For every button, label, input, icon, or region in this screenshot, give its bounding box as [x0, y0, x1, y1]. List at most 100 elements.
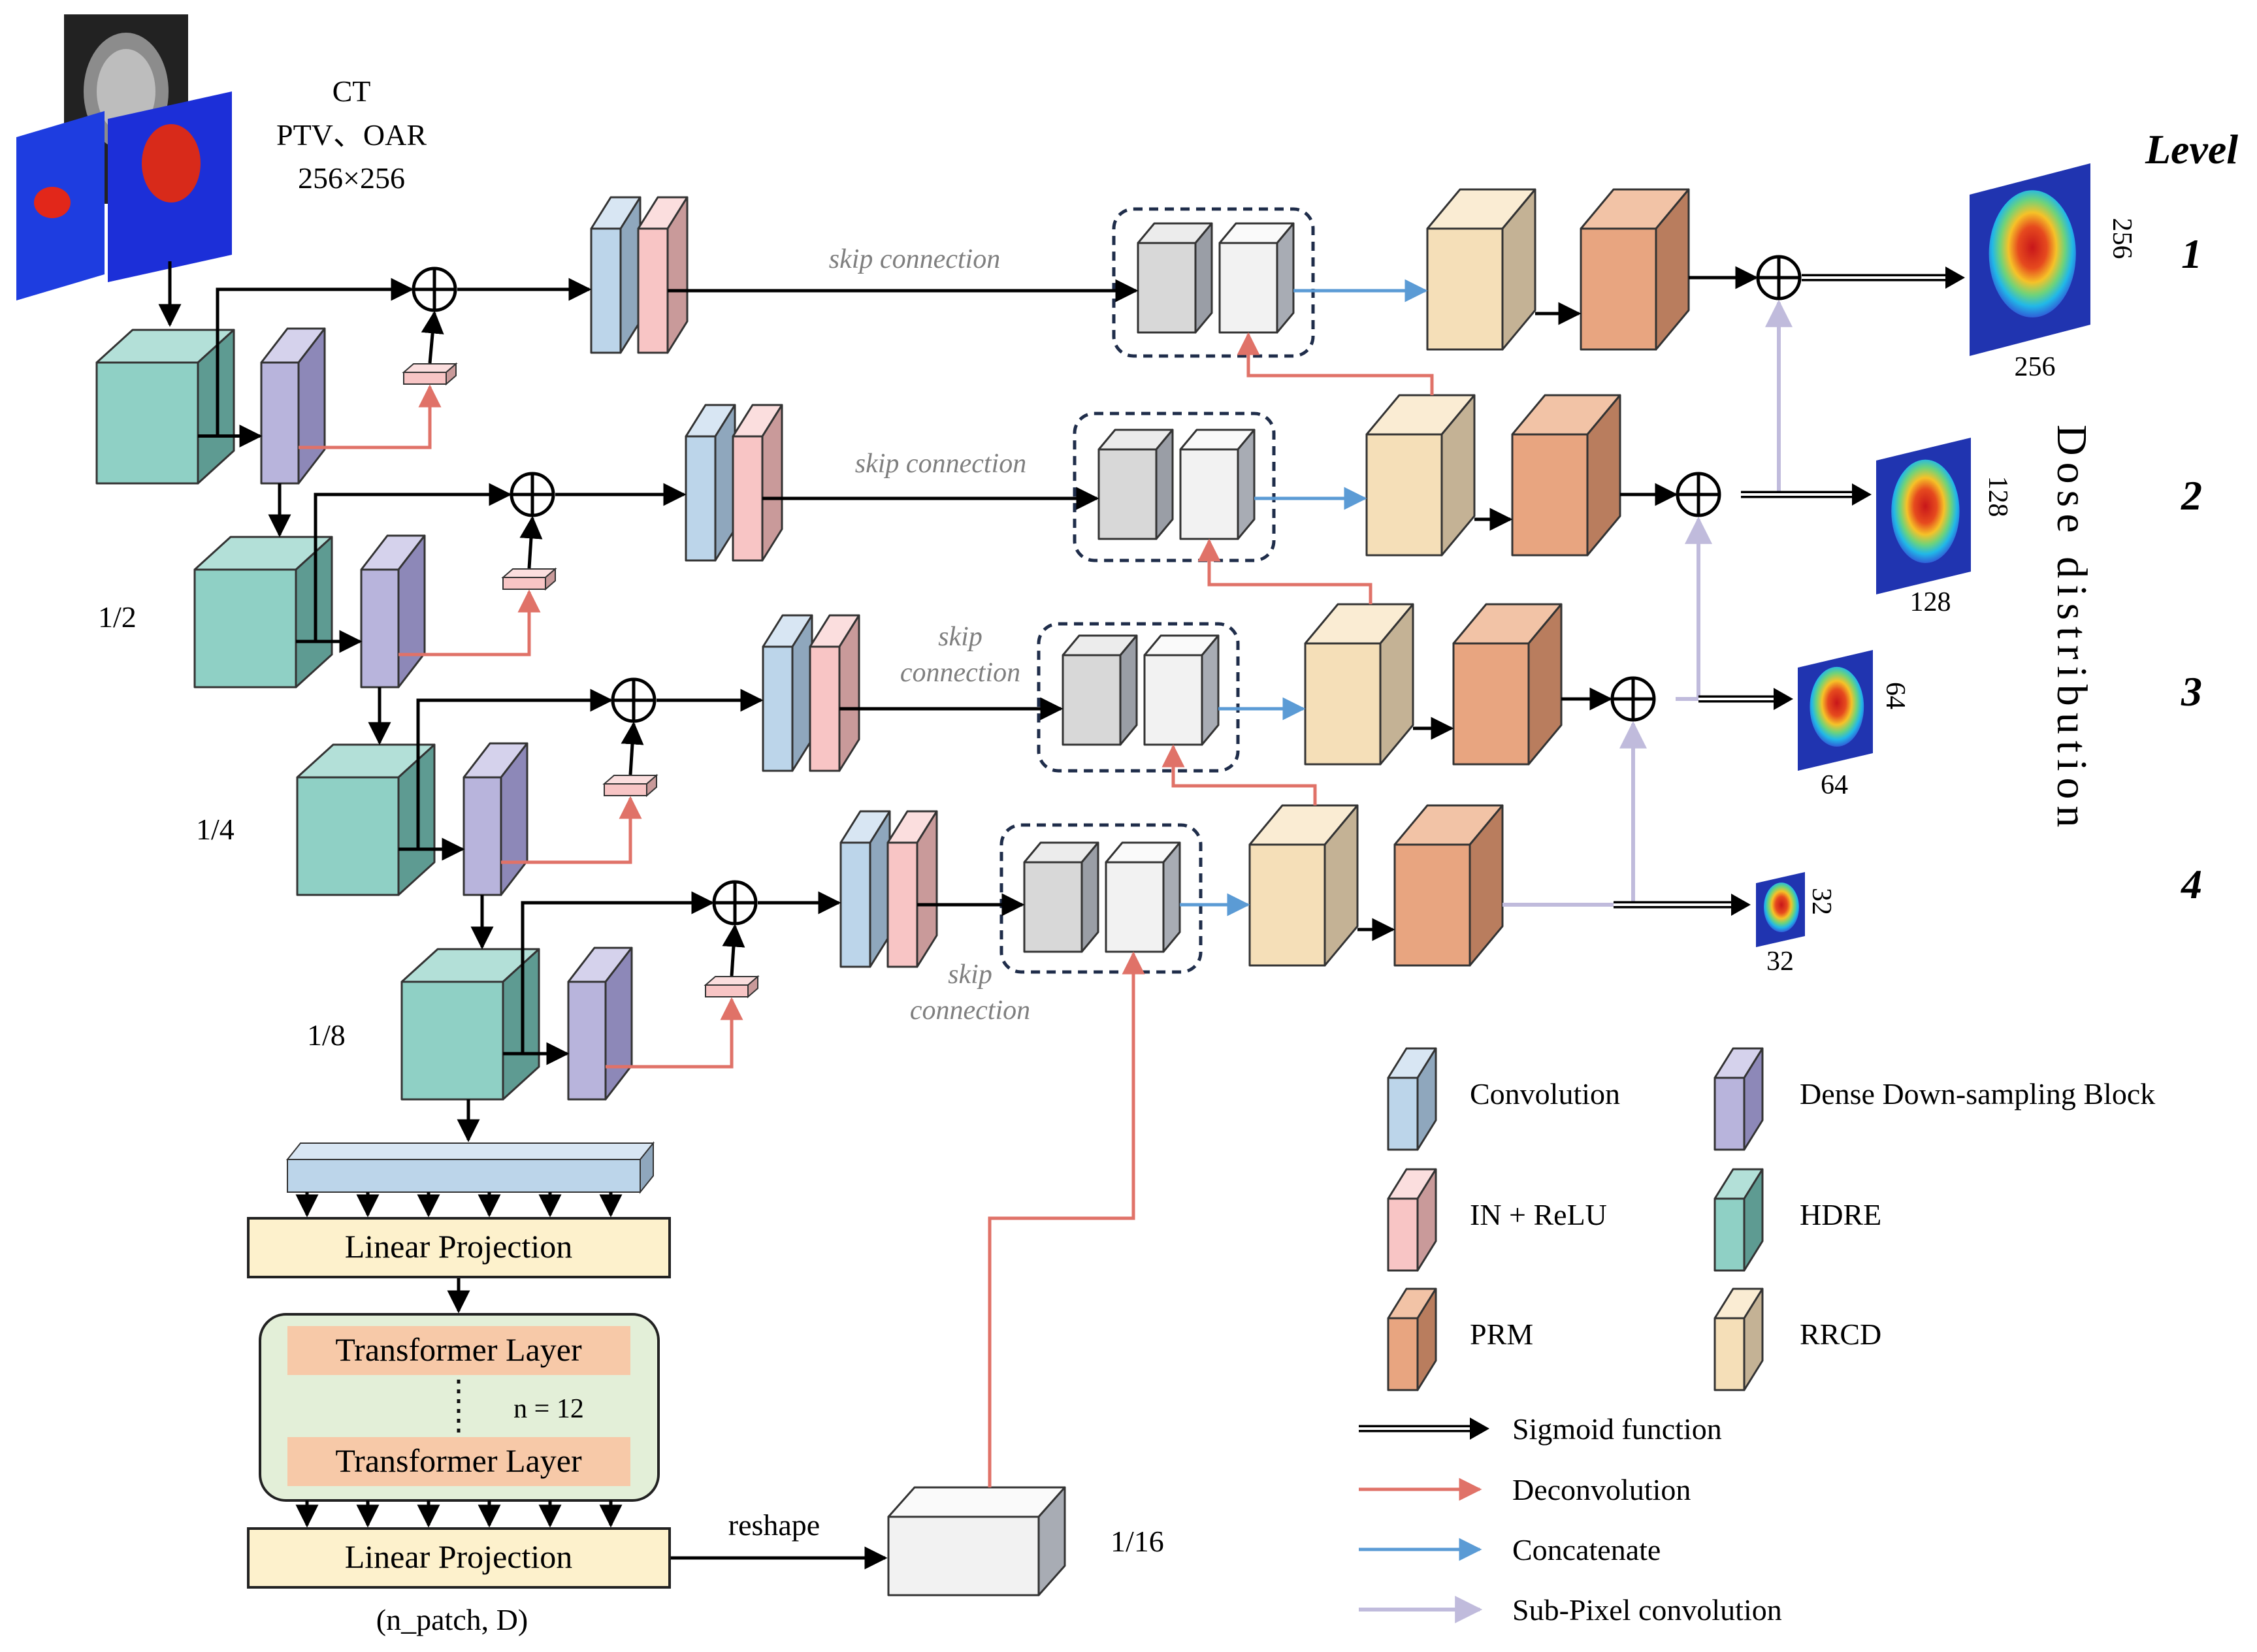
input-caption-ptv-oar: PTV、OAR	[276, 118, 427, 152]
hdre-block-level1	[95, 329, 235, 485]
level-labels: Level 1 2 3 4	[2145, 126, 2238, 907]
legend-label-in-relu: IN + ReLU	[1470, 1198, 1607, 1231]
concat-white-block-level3	[1143, 634, 1220, 746]
level-4-label: 4	[2181, 861, 2202, 907]
concat-group-box-level4	[999, 823, 1203, 974]
upsample-slab-level4	[704, 975, 760, 999]
conv-block-level3	[762, 614, 813, 772]
output-size-side-level3: 64	[1880, 682, 1910, 709]
legend-label-subpixel: Sub-Pixel convolution	[1512, 1593, 1782, 1627]
decoder-add-node-level3	[1610, 676, 1656, 722]
encoder-add-node-level3	[611, 677, 657, 723]
scale-label-quarter: 1/4	[196, 813, 235, 846]
rrcd-block-level4	[1248, 804, 1359, 967]
conv-block-level2	[685, 404, 736, 562]
arrow-hdre-to-add-level1	[216, 278, 414, 436]
dense-down-block-level1	[260, 327, 326, 485]
plus-nodes-layer	[412, 255, 1802, 926]
conv-block-level1	[590, 196, 641, 354]
level-1-label: 1	[2181, 231, 2202, 277]
transformer-layer-bottom-label: Transformer Layer	[335, 1442, 582, 1479]
dense-down-block-level2	[360, 534, 426, 688]
output-size-bottom-level4: 32	[1766, 947, 1794, 977]
scale-label-eighth: 1/8	[307, 1018, 346, 1052]
deconv-dense-to-slab-level3	[501, 796, 642, 864]
hdre-block-level2	[193, 536, 333, 688]
deconv-rrcd-to-concat-level2	[1197, 538, 1372, 604]
patch-arrows-top	[295, 1192, 623, 1218]
output-size-side-level2: 128	[1983, 476, 2013, 517]
legend-icons	[1387, 1047, 1764, 1391]
encoder-add-node-level1	[412, 267, 457, 312]
skip-label-level3-word2: connection	[900, 658, 1020, 688]
arrow-slab-to-add-level2	[519, 515, 543, 569]
deconv-dense-to-slab-level1	[299, 384, 442, 449]
scale-label-half: 1/2	[98, 600, 137, 634]
legend-label-sigmoid: Sigmoid function	[1512, 1412, 1722, 1446]
upsample-slab-level3	[602, 773, 658, 798]
concat-grey-block-level3	[1062, 634, 1138, 746]
arrow-hdre-to-add-level2	[314, 483, 512, 641]
skip-label-level4-word1: skip	[948, 960, 992, 990]
skip-label-level3-word1: skip	[938, 622, 982, 652]
dense-down-block-level3	[463, 742, 528, 896]
legend-icon-rrcd	[1713, 1288, 1764, 1391]
legend: Convolution IN + ReLU PRM Dense Down-sam…	[1359, 1047, 2155, 1627]
output-size-side-level1: 256	[2107, 218, 2137, 259]
connectors-layer	[158, 261, 1965, 1570]
in-relu-block-level1	[637, 196, 689, 354]
concat-grey-block-level4	[1023, 841, 1099, 953]
prm-block-level2	[1511, 394, 1621, 557]
legend-icon-in-relu	[1387, 1168, 1437, 1272]
ptv-red-region	[142, 124, 201, 202]
legend-label-hdre: HDRE	[1800, 1198, 1881, 1231]
skip-label-level1: skip connection	[829, 244, 1000, 274]
level-3-label: 3	[2181, 668, 2202, 715]
arrow-slab-to-add-level1	[421, 310, 444, 364]
skip-label-level2: skip connection	[855, 449, 1026, 479]
upsample-slab-level1	[402, 362, 458, 386]
arrow-hdre-to-add-level4	[521, 891, 715, 1054]
deconv-rrcd-to-concat-level1	[1237, 332, 1434, 395]
transformer-layer-top-box	[287, 1326, 630, 1375]
sigmoid-output-level3	[1698, 688, 1793, 710]
concat-group-box-level1	[1112, 207, 1315, 358]
hdre-block-level4	[400, 948, 540, 1101]
encoder-add-node-level2	[510, 472, 555, 517]
linear-projection-bottom-label: Linear Projection	[345, 1538, 573, 1575]
concat-grey-block-level2	[1097, 429, 1174, 540]
concat-white-block-level2	[1179, 429, 1256, 540]
dense-down-block-level4	[567, 947, 633, 1101]
concat-white-block-level1	[1218, 222, 1295, 334]
legend-line-sigmoid	[1359, 1417, 1489, 1440]
level-2-label: 2	[2181, 472, 2202, 519]
transformer-layer-bottom-box	[287, 1437, 630, 1486]
decoder-add-node-level1	[1756, 255, 1802, 300]
sigmoid-output-level1	[1802, 267, 1965, 289]
input-caption-size: 256×256	[298, 161, 405, 195]
concat-group-box-level2	[1073, 412, 1276, 562]
transformer-repeat-label: n = 12	[513, 1394, 584, 1424]
input-caption-ct: CT	[333, 74, 371, 108]
output-size-bottom-level3: 64	[1821, 770, 1848, 800]
subpixel-level2-to-add1	[1754, 299, 1793, 496]
arrow-slab-to-add-level4	[722, 924, 745, 977]
legend-icon-dense-down	[1713, 1047, 1764, 1151]
input-images: CT PTV、OAR 256×256	[16, 14, 427, 300]
patch-shape-label: (n_patch, D)	[376, 1603, 528, 1636]
prm-block-level3	[1452, 603, 1563, 766]
legend-label-deconvolution: Deconvolution	[1512, 1473, 1691, 1506]
scale-labels: 1/2 1/4 1/8 1/16	[98, 600, 1164, 1558]
output-size-bottom-level2: 128	[1910, 587, 1951, 617]
legend-icon-prm	[1387, 1288, 1437, 1391]
sigmoid-output-level4	[1614, 894, 1751, 916]
linear-projection-top-box	[247, 1217, 671, 1278]
hdre-block-level3	[296, 743, 436, 896]
encoder-add-node-level4	[712, 880, 758, 926]
rrcd-block-level1	[1426, 188, 1536, 351]
legend-icon-hdre	[1713, 1168, 1764, 1272]
